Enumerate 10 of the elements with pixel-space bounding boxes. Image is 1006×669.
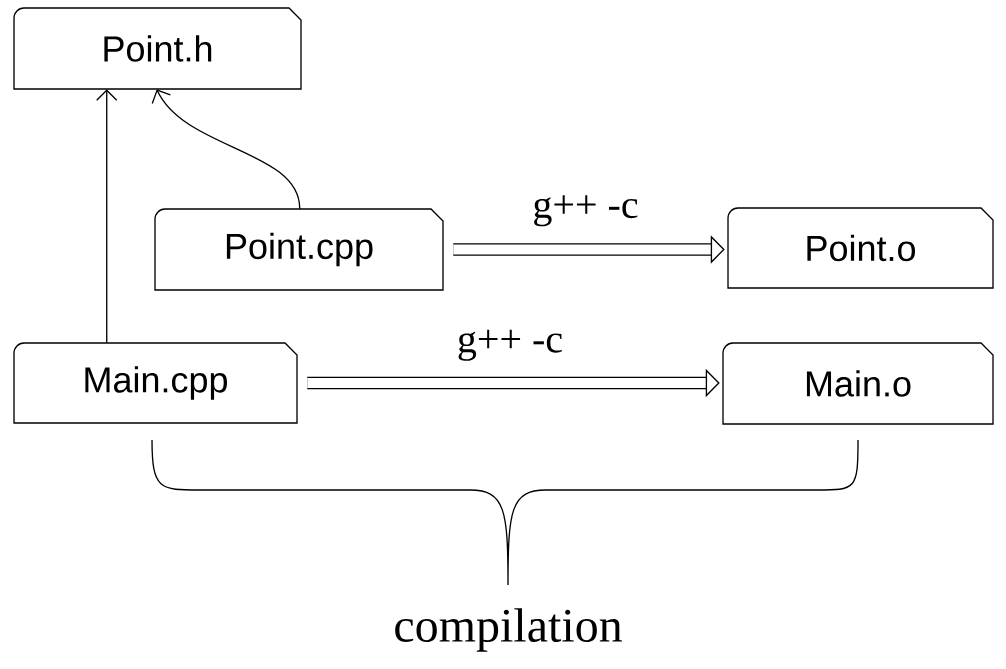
file-box: Point.o	[727, 207, 994, 289]
edge-label: g++ -c	[455, 328, 565, 363]
file-box: Main.o	[722, 342, 994, 425]
file-box: Point.cpp	[154, 208, 444, 291]
arrow	[151, 89, 301, 210]
edge-label: g++ -c	[531, 193, 640, 228]
file-box: Main.cpp	[13, 342, 298, 424]
file-box: Point.h	[13, 7, 302, 90]
brace-label: compilation	[395, 608, 622, 652]
arrow	[96, 89, 118, 344]
